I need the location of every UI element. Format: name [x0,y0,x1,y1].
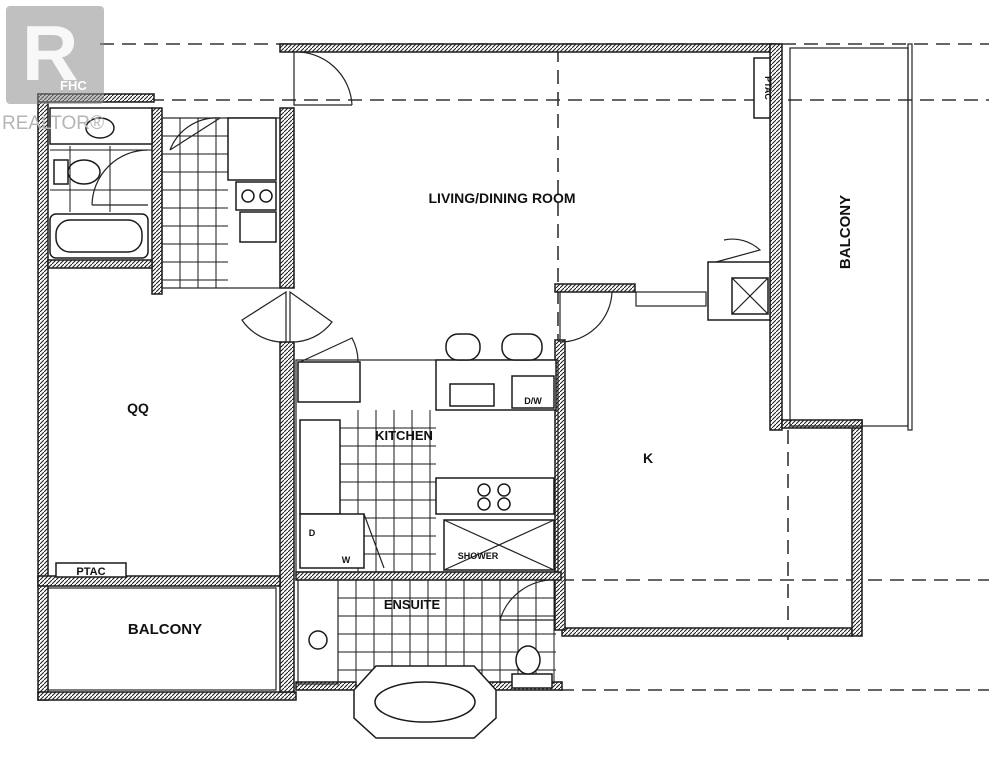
ensuite [297,579,557,739]
bedroom-qq-label: QQ [127,400,149,416]
ptac-left-label: PTAC [76,566,105,578]
fireplace [707,238,771,321]
kitchen-label: KITCHEN [375,428,433,443]
balcony-left [47,587,277,691]
ptac-top-label: PTAC [763,76,773,100]
ptac-unit-left [55,562,127,578]
dryer-label: D [309,528,316,538]
balcony-right-label: BALCONY [837,195,854,269]
closet-shelf [635,291,707,307]
hall-tiles [161,117,281,289]
balcony-right [789,43,913,431]
main-bath [49,107,153,259]
watermark-word: REALTOR® [2,113,104,134]
bedroom-k-door [559,291,613,343]
bedroom-k-label: K [643,450,653,466]
interior-walls [37,107,636,693]
entry-door [293,51,353,106]
hall-door-right [289,290,333,343]
ptac-unit-top [753,57,771,119]
watermark-badge [6,6,104,104]
watermark-r-logo: R [22,9,79,97]
hall-door-left [241,290,287,343]
kitchen [295,333,559,573]
shower-label: SHOWER [458,551,499,561]
living-dining-label: LIVING/DINING ROOM [429,190,576,206]
realtor-watermark: R FHC REALTOR® [0,0,110,135]
balcony-left-label: BALCONY [128,621,202,638]
ensuite-label: ENSUITE [384,597,441,612]
washer-label: W [342,555,351,565]
dishwasher-label: D/W [524,396,542,406]
bath-tiles [50,146,152,212]
watermark-badge-text: FHC [60,78,87,93]
